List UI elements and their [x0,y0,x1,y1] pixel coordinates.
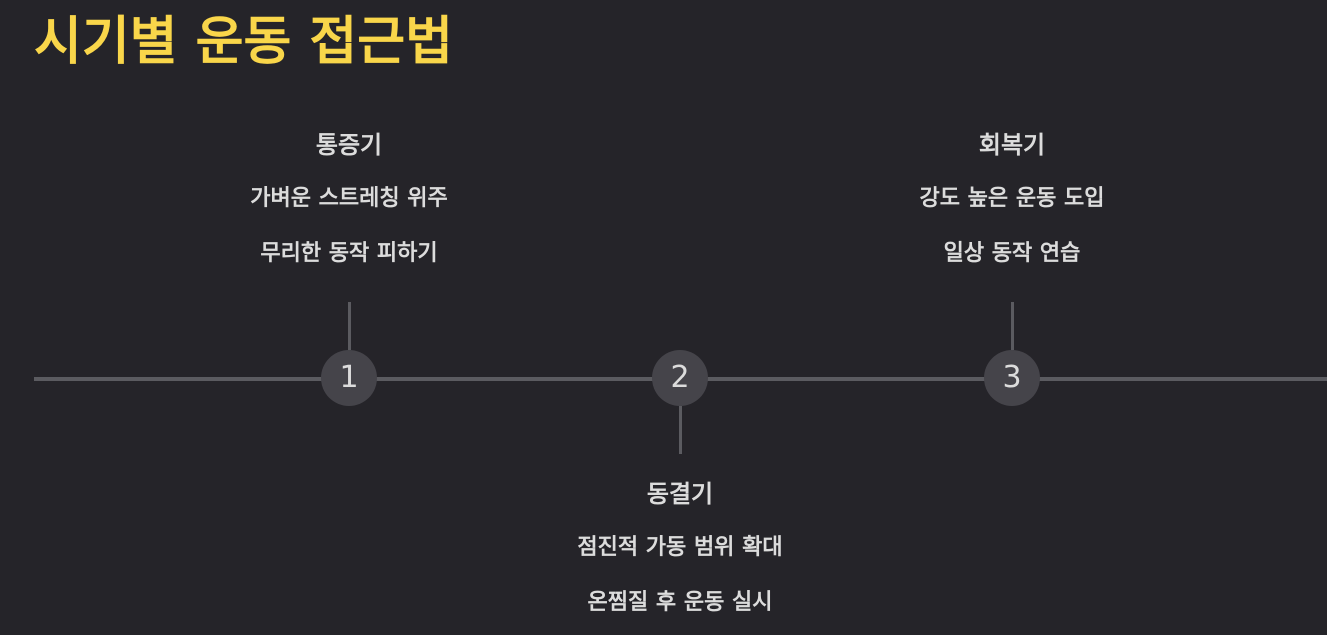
stage-1: 통증기 가벼운 스트레칭 위주 무리한 동작 피하기 [149,125,549,281]
stage-3-connector [1010,302,1014,350]
stage-2-number: 2 [670,360,690,395]
stage-3: 회복기 강도 높은 운동 도입 일상 동작 연습 [812,125,1212,281]
stage-2-title: 동결기 [646,480,714,508]
stage-2-connector [678,406,682,454]
stage-1-title: 통증기 [315,131,383,159]
stage-3-node: 3 [984,350,1040,406]
stage-1-number: 1 [339,360,359,395]
stage-2-item-1: 점진적 가동 범위 확대 [577,535,783,560]
stage-3-title: 회복기 [978,131,1046,159]
stage-3-item-2: 일상 동작 연습 [943,241,1081,266]
stage-2-node: 2 [652,350,708,406]
page-title: 시기별 운동 접근법 [34,12,453,72]
stage-3-item-1: 강도 높은 운동 도입 [919,186,1105,211]
stage-1-node: 1 [321,350,377,406]
stage-2-item-2: 온찜질 후 운동 실시 [587,590,773,615]
stage-2: 동결기 점진적 가동 범위 확대 온찜질 후 운동 실시 [480,474,880,630]
stage-1-connector [347,302,351,350]
stage-1-item-1: 가벼운 스트레칭 위주 [250,186,448,211]
stage-1-item-2: 무리한 동작 피하기 [260,241,438,266]
stage-3-number: 3 [1002,360,1022,395]
